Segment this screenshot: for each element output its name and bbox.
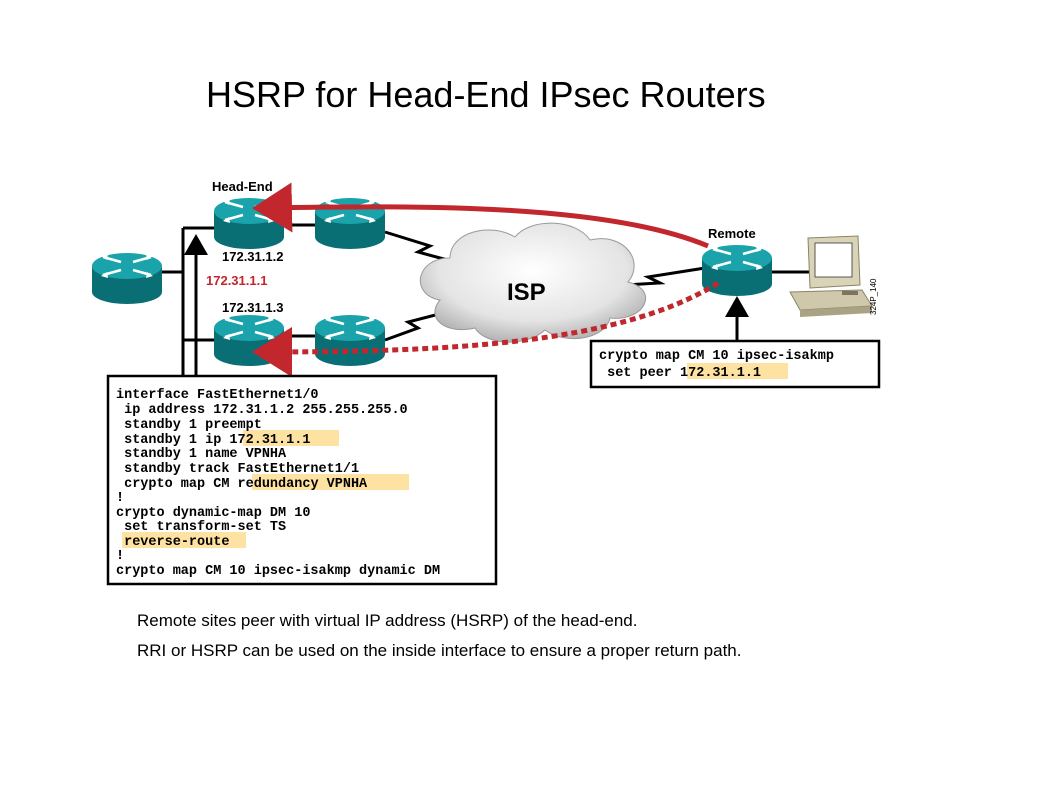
head-end-router-standby xyxy=(212,313,286,368)
bullet-1: Remote sites peer with virtual IP addres… xyxy=(137,611,638,630)
config-line: crypto dynamic-map DM 10 xyxy=(116,506,310,521)
config-line: standby track FastEthernet1/1 xyxy=(116,462,359,477)
config-line: crypto map CM redundancy VPNHA xyxy=(116,477,368,492)
head-end-wan-router-bottom xyxy=(313,313,387,368)
remote-config-line-1: crypto map CM 10 ipsec-isakmp xyxy=(599,349,834,364)
config-line: ! xyxy=(116,549,124,564)
bullet-2: RRI or HSRP can be used on the inside in… xyxy=(137,641,742,660)
highlight-redundancy xyxy=(252,474,409,490)
tunnel-active-arrow xyxy=(252,182,709,249)
config-line: standby 1 ip 172.31.1.1 xyxy=(116,433,310,448)
slide-title: HSRP for Head-End IPsec Routers xyxy=(206,74,766,115)
config-line: ip address 172.31.1.2 255.255.255.0 xyxy=(116,403,408,418)
remote-config-text: crypto map CM 10 ipsec-isakmp xyxy=(599,349,834,364)
config-line: standby 1 name VPNHA xyxy=(116,447,287,462)
config-line: set transform-set TS xyxy=(116,520,286,535)
config-line: interface FastEthernet1/0 xyxy=(116,388,319,403)
lan-router xyxy=(90,251,164,306)
highlight-reverse-route xyxy=(122,532,246,548)
remote-config-peer-ip: 172.31.1.1 xyxy=(680,366,761,381)
virtual-ip: 172.31.1.1 xyxy=(206,273,267,288)
router2-ip: 172.31.1.3 xyxy=(222,300,283,315)
router1-ip: 172.31.1.2 xyxy=(222,249,283,264)
isp-label: ISP xyxy=(507,279,546,306)
config-line: reverse-route xyxy=(116,535,229,550)
head-end-label: Head-End xyxy=(212,179,273,194)
config-line: crypto map CM 10 ipsec-isakmp dynamic DM xyxy=(116,564,440,579)
wan-links xyxy=(384,230,706,342)
tunnel-backup-arrow xyxy=(252,280,720,377)
config-line: standby 1 preempt xyxy=(116,418,262,433)
config-line: ! xyxy=(116,491,124,506)
remote-pc-icon xyxy=(772,235,873,317)
remote-router xyxy=(700,243,774,298)
figure-id: 324P_140 xyxy=(869,278,878,315)
remote-config-line-2: set peer 172.31.1.1 xyxy=(599,366,761,381)
isp-cloud: ISP xyxy=(419,222,647,343)
highlight-standby-ip xyxy=(243,430,339,446)
remote-config-highlight xyxy=(687,363,788,379)
remote-label: Remote xyxy=(708,226,756,241)
remote-config-text: set peer xyxy=(599,366,680,381)
